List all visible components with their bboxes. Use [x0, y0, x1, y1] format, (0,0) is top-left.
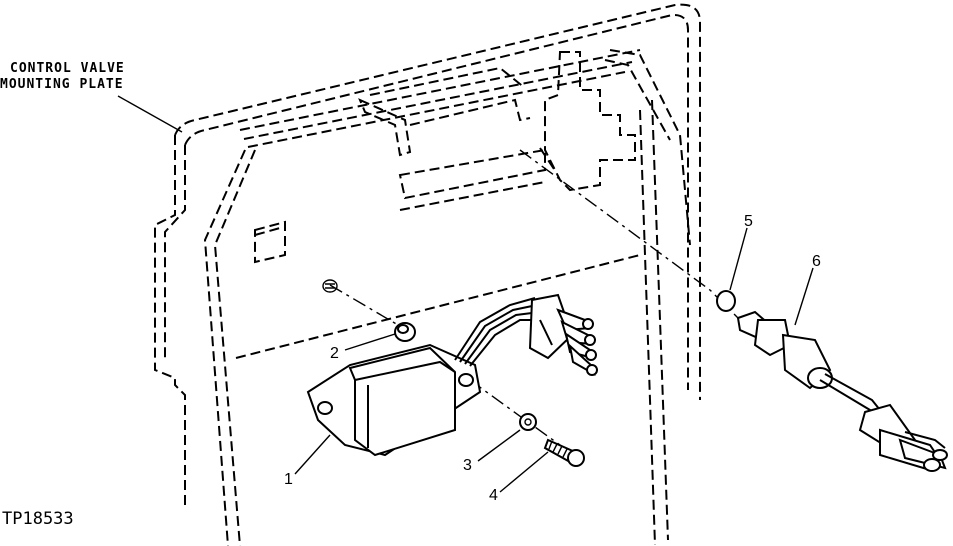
- leader-5: [729, 227, 748, 291]
- control-valve-mounting-plate: [154, 3, 701, 546]
- sender-part-6: [736, 310, 948, 472]
- plate-title-line-1: CONTROL VALVE: [10, 61, 125, 76]
- screw-part-2: [322, 279, 416, 342]
- callout-1: 1: [284, 471, 293, 488]
- washer-part-3: [519, 413, 537, 431]
- plate-title-line-2: MOUNTING PLATE: [0, 77, 124, 92]
- leader-3: [477, 429, 521, 462]
- align-line-bolt: [469, 379, 561, 446]
- regulator-module-part-1: [306, 297, 542, 457]
- leader-1: [294, 434, 331, 475]
- align-line-screw: [329, 284, 399, 326]
- callout-leaders: [294, 227, 814, 493]
- regulator-connector: [528, 293, 598, 377]
- bolt-part-4: [543, 438, 585, 467]
- leader-6: [794, 267, 814, 326]
- callout-3: 3: [463, 457, 472, 474]
- plate-leader-line: [117, 95, 183, 133]
- leader-4: [499, 451, 549, 493]
- callout-5: 5: [744, 213, 753, 230]
- leader-2: [344, 333, 396, 351]
- align-line-sender: [519, 149, 739, 319]
- callout-2: 2: [330, 345, 339, 362]
- figure-id: TP18533: [2, 509, 74, 529]
- o-ring-part-5: [716, 290, 736, 312]
- callout-6: 6: [812, 253, 821, 270]
- callout-4: 4: [489, 487, 498, 504]
